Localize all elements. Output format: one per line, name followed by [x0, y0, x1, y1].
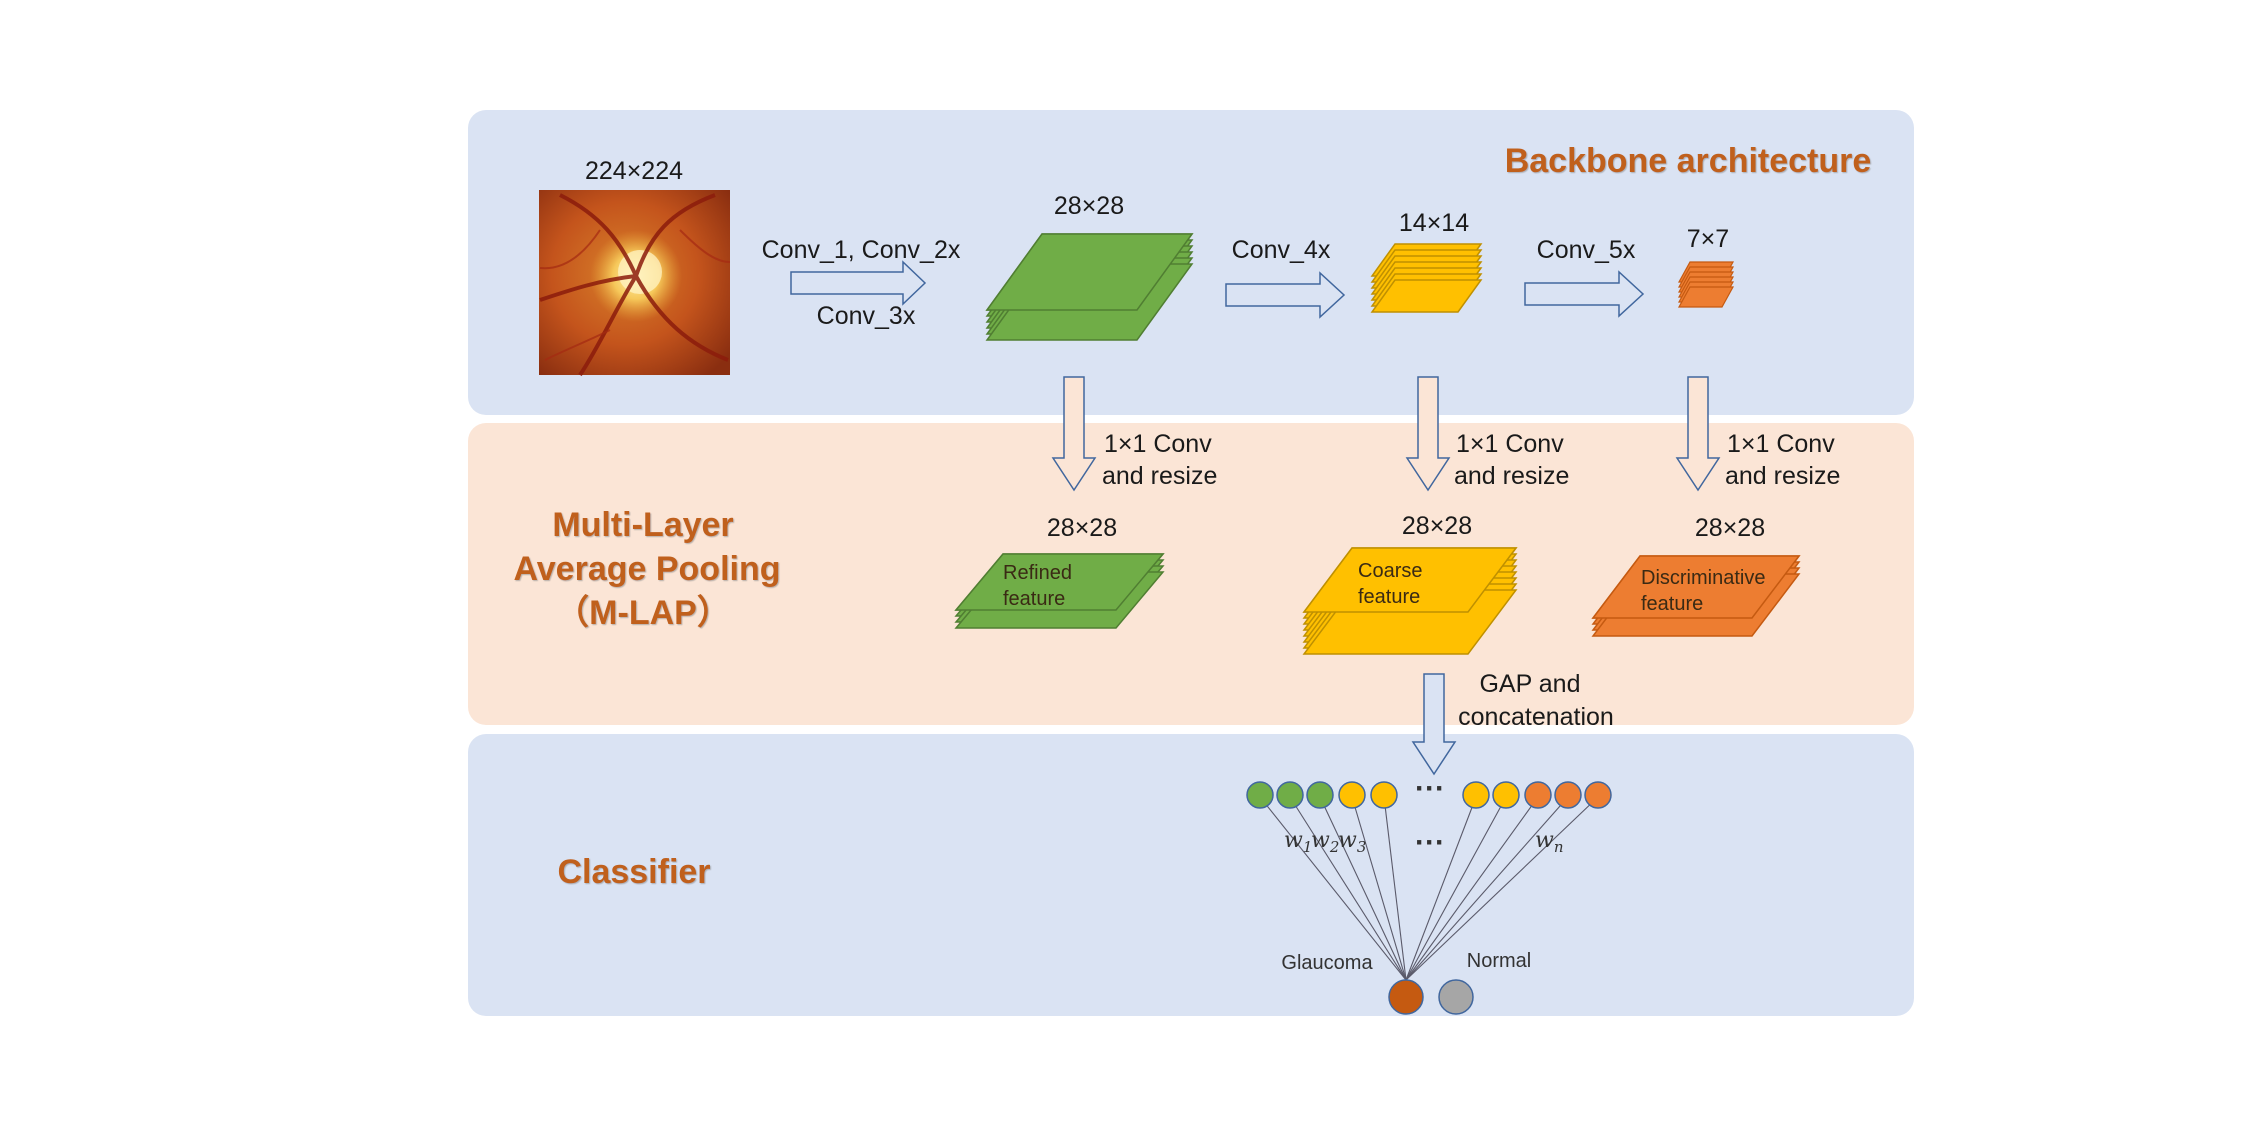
glaucoma-label: Glaucoma	[1281, 952, 1373, 974]
node-orange-1	[1524, 781, 1552, 809]
node-yellow-2	[1370, 781, 1398, 809]
conv3-label: Conv_3x	[817, 302, 916, 330]
mlap-title-line3: （M-LAP）	[555, 593, 731, 632]
backbone-panel	[468, 110, 1914, 415]
glaucoma-output-node	[1388, 979, 1424, 1015]
nodes-ellipsis: ···	[1415, 772, 1445, 805]
node-green-2	[1276, 781, 1304, 809]
mlap-title-line1: Multi-Layer	[552, 506, 733, 544]
conv4-arrow	[1225, 271, 1346, 319]
gap-label-2: concatenation	[1458, 703, 1614, 731]
conv5-label: Conv_5x	[1537, 236, 1636, 264]
stage3-feature-stack	[1677, 261, 1735, 308]
conv1x1-label-1a: 1×1 Conv	[1104, 430, 1212, 458]
weight-w3: w3	[1338, 828, 1366, 856]
conv5-arrow	[1524, 270, 1645, 318]
coarse-feature-label-1: Coarse	[1358, 560, 1422, 582]
normal-label: Normal	[1467, 950, 1531, 972]
conv1-3-arrow	[790, 260, 927, 306]
refined-size-label: 28×28	[1047, 514, 1117, 542]
node-yellow-3	[1462, 781, 1490, 809]
refined-feature-stack	[954, 553, 1165, 629]
node-yellow-1	[1338, 781, 1366, 809]
normal-output-node	[1438, 979, 1474, 1015]
conv1x1-label-2b: and resize	[1454, 462, 1569, 490]
concatenated-feature-nodes	[1246, 781, 1612, 809]
classifier-connections	[1259, 796, 1599, 981]
node-green-1	[1246, 781, 1274, 809]
node-green-3	[1306, 781, 1334, 809]
node-orange-2	[1554, 781, 1582, 809]
discriminative-feature-label-2: feature	[1641, 593, 1703, 615]
stage2-feature-stack	[1370, 243, 1483, 313]
conv1x1-label-2a: 1×1 Conv	[1456, 430, 1564, 458]
stage2-size-label: 14×14	[1399, 209, 1469, 237]
classifier-title: Classifier	[557, 853, 710, 891]
stage1-size-label: 28×28	[1054, 192, 1124, 220]
discriminative-feature-stack	[1591, 555, 1801, 637]
coarse-size-label: 28×28	[1402, 512, 1472, 540]
conv1x1-label-1b: and resize	[1102, 462, 1217, 490]
conv1x1-arrow-1	[1051, 376, 1097, 492]
discriminative-size-label: 28×28	[1695, 514, 1765, 542]
mlap-panel	[468, 423, 1914, 725]
stage1-feature-stack-top	[985, 233, 1194, 311]
stage3-size-label: 7×7	[1687, 225, 1729, 253]
conv1x1-label-3a: 1×1 Conv	[1727, 430, 1835, 458]
backbone-title: Backbone architecture	[1505, 142, 1872, 180]
input-size-label: 224×224	[585, 157, 683, 185]
node-yellow-4	[1492, 781, 1520, 809]
gap-label-1: GAP and	[1479, 670, 1580, 698]
conv1x1-arrow-2	[1405, 376, 1451, 492]
weight-w1: w1	[1284, 828, 1312, 856]
conv4-label: Conv_4x	[1232, 236, 1331, 264]
conv1x1-label-3b: and resize	[1725, 462, 1840, 490]
weight-w2: w2	[1311, 828, 1339, 856]
coarse-feature-label-2: feature	[1358, 586, 1420, 608]
conv1x1-arrow-3	[1675, 376, 1721, 492]
coarse-feature-stack	[1302, 547, 1518, 655]
fundus-input-image	[539, 190, 731, 377]
weight-wn: wn	[1535, 828, 1564, 856]
mlap-title-line2: Average Pooling	[513, 550, 780, 588]
refined-feature-label-1: Refined	[1003, 562, 1072, 584]
gap-concat-arrow	[1411, 673, 1457, 776]
node-orange-3	[1584, 781, 1612, 809]
refined-feature-label-2: feature	[1003, 588, 1065, 610]
weights-ellipsis: ···	[1415, 826, 1445, 859]
conv1-2-label: Conv_1, Conv_2x	[762, 236, 961, 264]
classifier-panel	[468, 734, 1914, 1016]
discriminative-feature-label-1: Discriminative	[1641, 567, 1765, 589]
